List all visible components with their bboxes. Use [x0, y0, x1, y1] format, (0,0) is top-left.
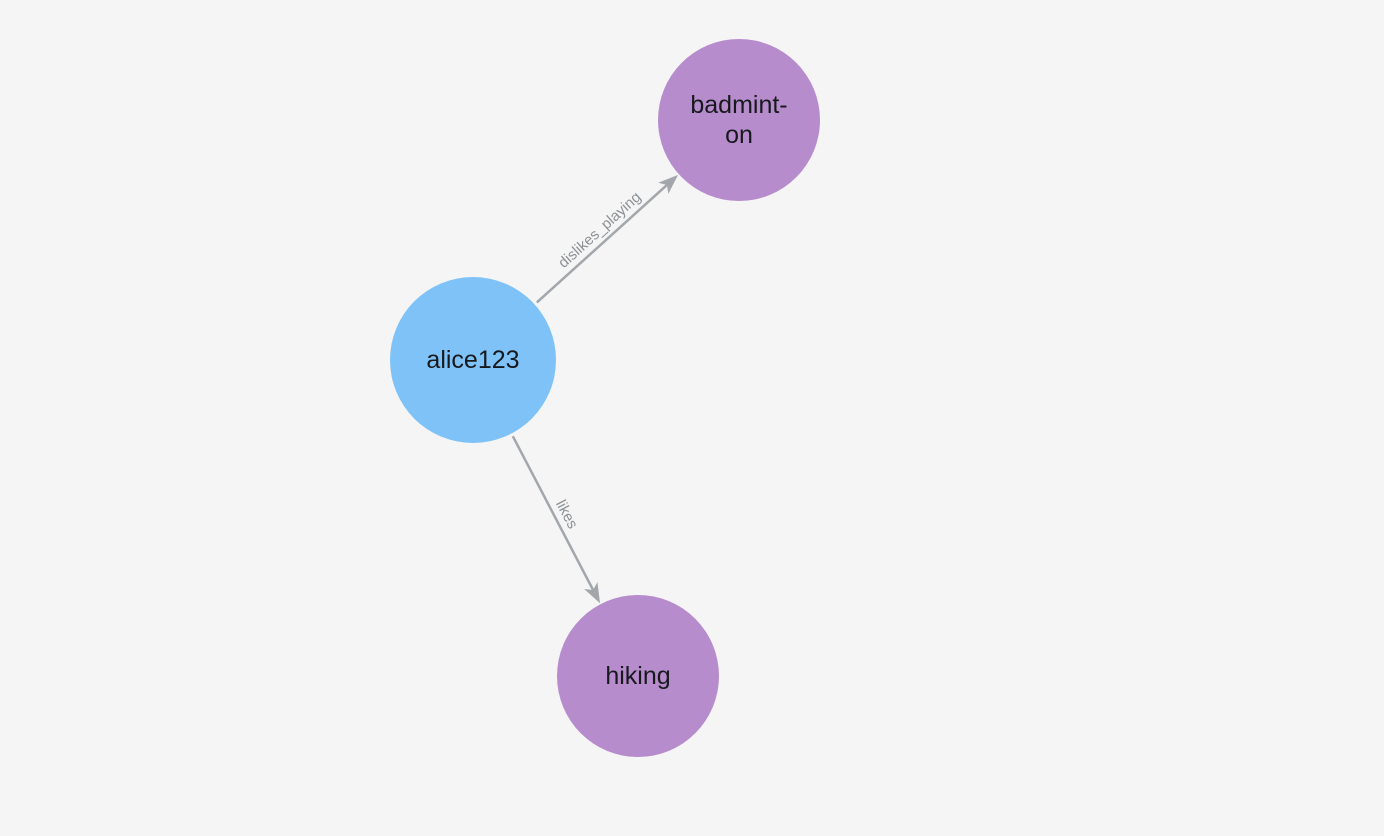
- node-circle[interactable]: [390, 277, 556, 443]
- node-circle[interactable]: [658, 39, 820, 201]
- edge-line[interactable]: [536, 184, 668, 304]
- graph-edge-dislikes_playing[interactable]: dislikes_playing: [536, 174, 679, 304]
- graph-node-badminton[interactable]: badmint-on: [658, 39, 820, 201]
- edge-label: dislikes_playing: [555, 189, 644, 272]
- edge-line[interactable]: [511, 435, 595, 591]
- graph-edge-likes[interactable]: likes: [511, 435, 601, 604]
- arrowhead-icon: [584, 582, 601, 604]
- arrowhead-icon: [658, 174, 679, 194]
- graph-node-alice123[interactable]: alice123: [390, 277, 556, 443]
- node-circle[interactable]: [557, 595, 719, 757]
- edge-label: likes: [552, 497, 581, 531]
- graph-node-hiking[interactable]: hiking: [557, 595, 719, 757]
